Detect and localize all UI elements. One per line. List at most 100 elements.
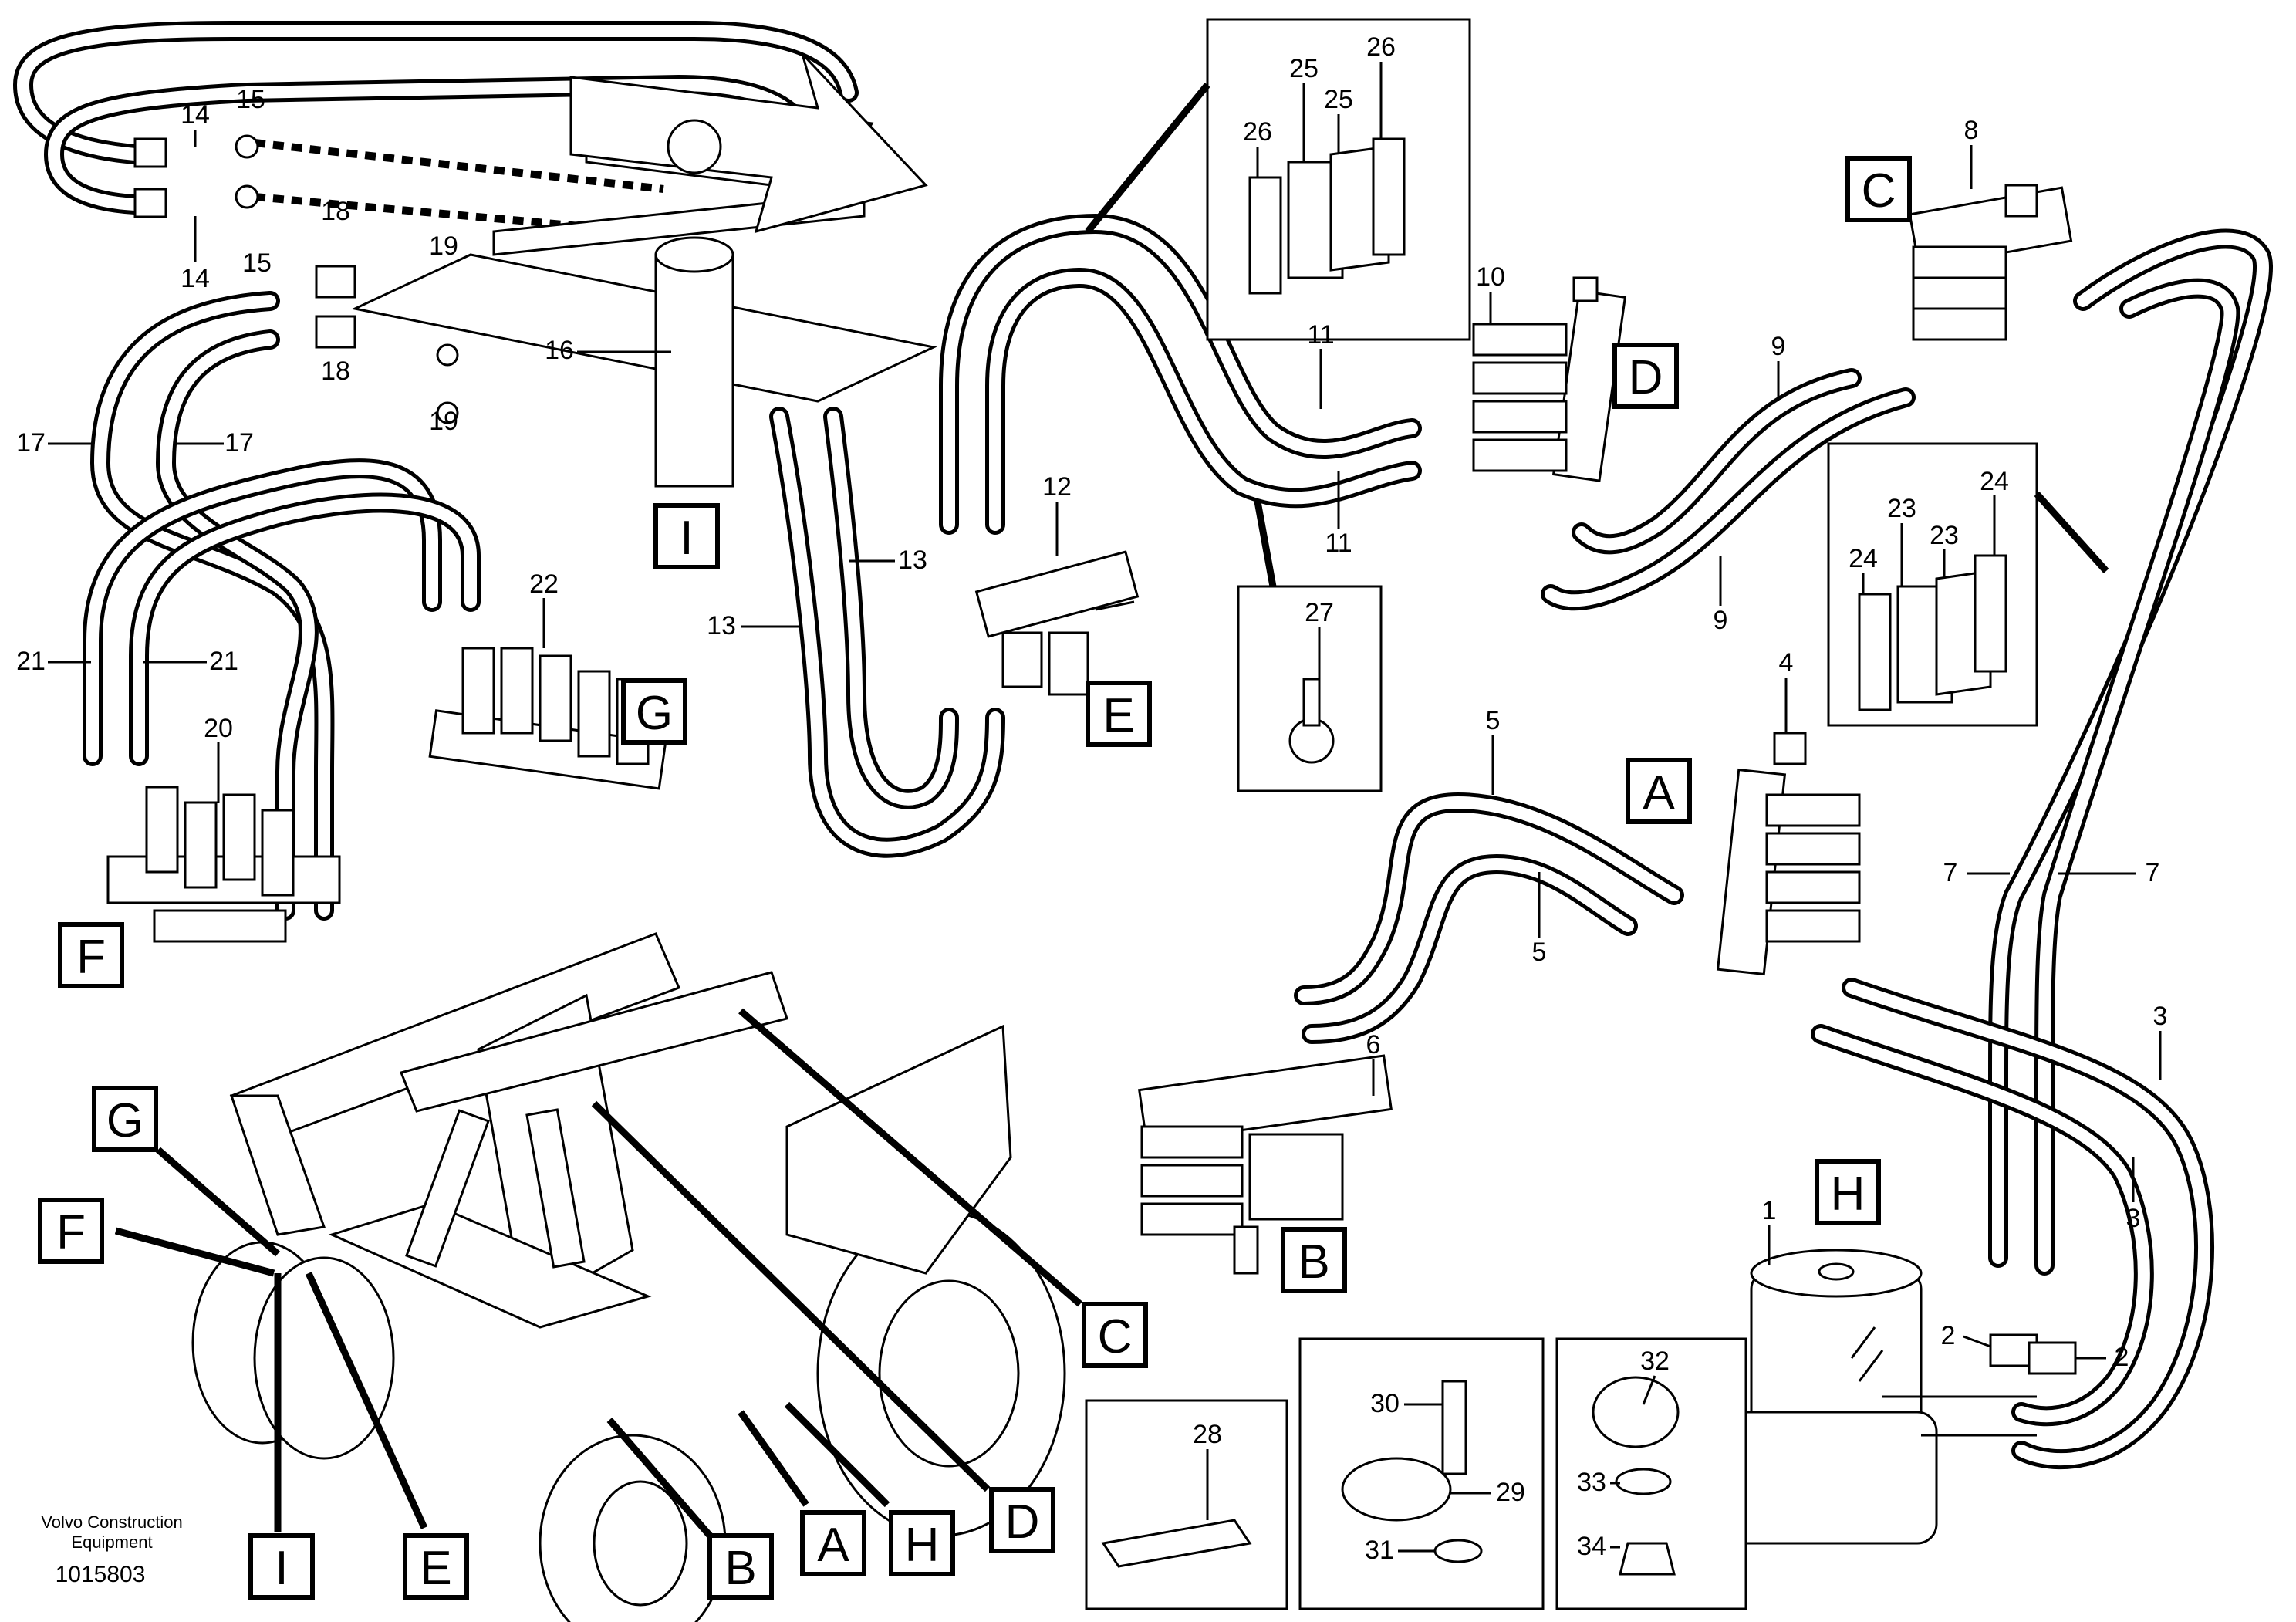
callout-24b: 24 xyxy=(1980,467,2009,496)
valve-block-10 xyxy=(1472,276,1627,482)
clamp-detail-27 xyxy=(1237,501,1383,792)
callout-2b: 2 xyxy=(2115,1343,2129,1372)
machine-pointers xyxy=(114,1008,1082,1538)
callout-5a: 5 xyxy=(1486,706,1501,735)
detail-box-29-31 xyxy=(1298,1337,1545,1610)
svg-text:D: D xyxy=(1629,351,1663,404)
letter-box-D-top: D xyxy=(1612,343,1679,409)
machine-illustration xyxy=(191,932,1066,1622)
callout-12: 12 xyxy=(1042,472,1072,502)
machine-letter-E: E xyxy=(403,1533,469,1600)
callout-17a: 17 xyxy=(16,428,46,458)
svg-text:C: C xyxy=(1862,164,1896,218)
credit-line-1: Volvo Construction xyxy=(41,1512,182,1532)
seal-15b xyxy=(235,184,259,209)
callout-10: 10 xyxy=(1476,262,1505,292)
callout-11a: 11 xyxy=(1307,320,1334,350)
callout-13a: 13 xyxy=(898,546,927,575)
callout-25b: 25 xyxy=(1324,85,1353,114)
callouts: 14 14 15 15 16 17 17 18 18 19 19 20 21 2… xyxy=(16,32,2167,1565)
column-cap xyxy=(667,119,722,174)
callout-14b: 14 xyxy=(181,264,210,293)
svg-text:F: F xyxy=(76,931,106,984)
machine-letter-C: C xyxy=(1082,1302,1148,1368)
letter-box-A: A xyxy=(1626,758,1692,824)
svg-text:A: A xyxy=(817,1519,849,1572)
svg-text:E: E xyxy=(1102,689,1134,742)
callout-20: 20 xyxy=(204,714,233,743)
callout-3a: 3 xyxy=(2153,1002,2168,1031)
callout-17b: 17 xyxy=(225,428,254,458)
detail-box-28 xyxy=(1085,1399,1288,1610)
letter-box-F-top: F xyxy=(58,922,124,988)
callout-34: 34 xyxy=(1577,1532,1606,1561)
machine-letter-D: D xyxy=(989,1487,1055,1553)
callout-7b: 7 xyxy=(2146,858,2160,887)
callout-33: 33 xyxy=(1577,1468,1606,1497)
clamp-detail-25-26 xyxy=(1085,18,1471,341)
callout-23b: 23 xyxy=(1930,521,1959,550)
callout-9b: 9 xyxy=(1714,606,1728,635)
valve-block-4 xyxy=(1716,732,1861,976)
svg-text:D: D xyxy=(1005,1495,1040,1549)
letter-box-C-top: C xyxy=(1845,156,1912,222)
machine-letter-H: H xyxy=(889,1510,955,1576)
fitting-18b xyxy=(315,315,356,349)
callout-15a: 15 xyxy=(236,85,265,114)
callout-32: 32 xyxy=(1640,1347,1670,1376)
letter-box-E-top: E xyxy=(1086,681,1152,747)
valve-12 xyxy=(974,550,1140,696)
seal-15a xyxy=(235,134,259,159)
letter-box-G-top: G xyxy=(621,678,687,745)
callout-29: 29 xyxy=(1496,1478,1525,1507)
column-assembly xyxy=(351,52,937,488)
callout-1: 1 xyxy=(1762,1196,1777,1225)
callout-19b: 19 xyxy=(429,407,458,436)
fitting-14b xyxy=(133,188,167,218)
callout-11b: 11 xyxy=(1325,529,1352,558)
svg-text:G: G xyxy=(636,687,673,740)
svg-text:I: I xyxy=(275,1542,288,1595)
machine-letter-I: I xyxy=(248,1533,315,1600)
callout-31: 31 xyxy=(1365,1536,1394,1565)
machine-letter-A: A xyxy=(800,1510,866,1576)
svg-text:H: H xyxy=(905,1519,940,1572)
callout-15b: 15 xyxy=(242,248,272,278)
clamp-detail-23-24 xyxy=(1827,442,2109,727)
svg-text:H: H xyxy=(1831,1168,1866,1221)
fitting-2b xyxy=(2028,1341,2077,1375)
callout-26a: 26 xyxy=(1243,117,1272,147)
callout-26b: 26 xyxy=(1366,32,1396,62)
svg-text:C: C xyxy=(1098,1310,1133,1363)
hose-group-left xyxy=(83,265,481,921)
callout-27: 27 xyxy=(1305,598,1334,627)
seal-19b xyxy=(436,401,459,424)
callout-18a: 18 xyxy=(321,197,350,226)
callout-3b: 3 xyxy=(2126,1204,2141,1233)
svg-text:I: I xyxy=(680,512,693,565)
credit-line-2: Equipment xyxy=(71,1532,152,1552)
callout-8: 8 xyxy=(1964,116,1979,145)
seal-19a xyxy=(436,343,459,367)
callout-18b: 18 xyxy=(321,357,350,386)
hose-group-9 xyxy=(1541,368,1916,611)
callout-14a: 14 xyxy=(181,100,210,130)
machine-letter-G: G xyxy=(92,1086,158,1152)
document-id: 1015803 xyxy=(56,1562,146,1587)
letter-box-H-top: H xyxy=(1815,1159,1881,1225)
fitting-14a xyxy=(133,137,167,168)
valve-block-6 xyxy=(1137,1054,1393,1275)
callout-9a: 9 xyxy=(1771,332,1786,361)
callout-28: 28 xyxy=(1193,1420,1222,1449)
callout-22: 22 xyxy=(529,569,559,599)
callout-19a: 19 xyxy=(429,231,458,261)
machine-letter-F: F xyxy=(38,1198,104,1264)
callout-25a: 25 xyxy=(1289,54,1319,83)
svg-text:A: A xyxy=(1643,766,1675,819)
callout-21b: 21 xyxy=(209,647,238,676)
callout-7a: 7 xyxy=(1943,858,1958,887)
hose-group-7 xyxy=(1988,228,2273,1276)
callout-13b: 13 xyxy=(707,611,736,640)
callout-6: 6 xyxy=(1366,1030,1381,1059)
tank-1 xyxy=(1719,1249,2077,1545)
